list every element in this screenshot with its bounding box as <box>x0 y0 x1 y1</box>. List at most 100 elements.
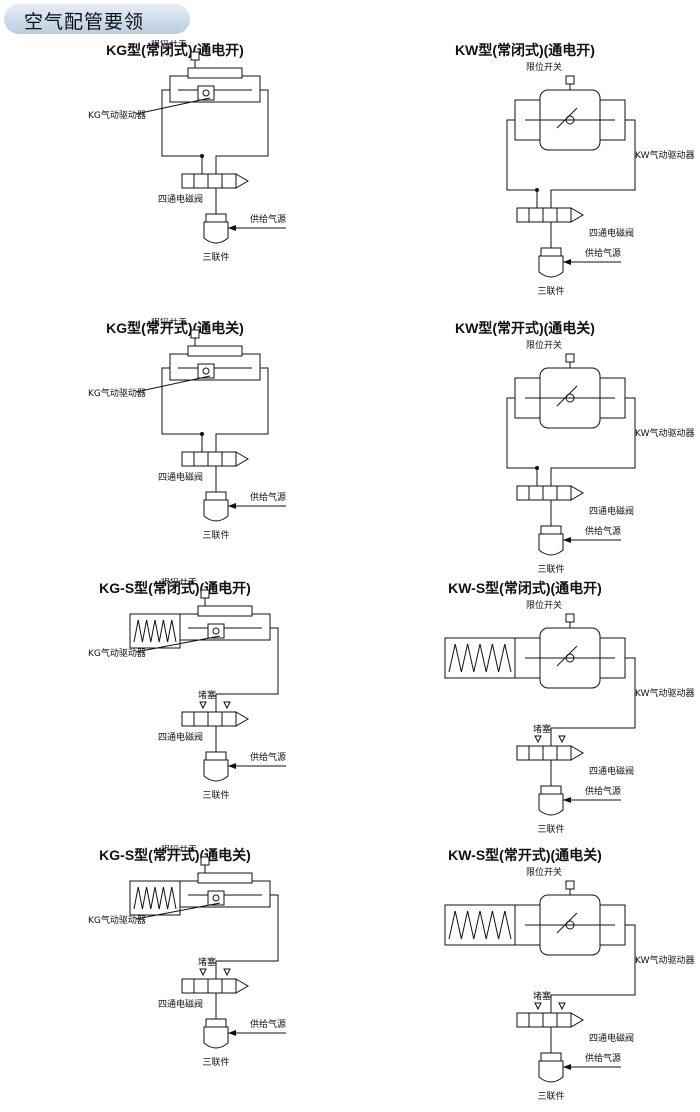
supply-label: 供给气源 <box>585 525 621 537</box>
frl-head <box>205 751 227 761</box>
actuator-cap <box>187 345 243 357</box>
pipe-junction <box>535 188 539 192</box>
supply-arrow <box>563 1064 571 1070</box>
actuator-label: KG气动驱动器 <box>88 387 146 399</box>
solenoid-coil <box>181 978 195 994</box>
valve-label: 四通电磁阀 <box>589 227 634 239</box>
spring-coil <box>448 643 512 673</box>
actuator-shaft <box>565 393 575 403</box>
frl-head <box>540 247 562 257</box>
supply-label: 供给气源 <box>250 751 286 763</box>
plug-label: 堵塞 <box>198 956 216 968</box>
limit-switch-box <box>190 329 200 339</box>
actuator-shaft <box>565 920 575 930</box>
actuator-cap <box>197 605 253 617</box>
supply-arrow <box>228 503 236 509</box>
solenoid-coil <box>516 745 530 761</box>
actuator-yoke <box>556 107 578 129</box>
valve-label: 四通电磁阀 <box>158 471 203 483</box>
frl-label: 三联件 <box>202 251 229 263</box>
frl-head <box>540 525 562 535</box>
valve-spring-end <box>570 485 584 501</box>
valve-block <box>193 451 237 467</box>
valve-spring-end <box>570 207 584 223</box>
valve-block <box>193 173 237 189</box>
supply-arrow <box>228 225 236 231</box>
limit-switch-box <box>200 589 210 599</box>
solenoid-coil <box>181 173 195 189</box>
actuator-body <box>169 75 261 103</box>
frl-bowl <box>538 793 564 816</box>
plug-label: 堵塞 <box>198 689 216 701</box>
section-header: 空气配管要领 <box>4 4 190 34</box>
pipe-a <box>215 89 269 174</box>
pipe-a <box>215 367 269 452</box>
plug-symbol <box>223 701 231 710</box>
valve-spring-end <box>235 173 249 189</box>
section-title: 空气配管要领 <box>24 11 145 33</box>
pipe-b <box>161 367 203 452</box>
valve-block <box>528 745 572 761</box>
valve-label: 四通电磁阀 <box>589 765 634 777</box>
pipe-b <box>506 119 538 208</box>
limit-switch-label: 限位开关 <box>161 578 197 587</box>
frl-label: 三联件 <box>537 563 564 575</box>
limit-switch-label: 限位开关 <box>526 599 562 611</box>
valve-block <box>528 485 572 501</box>
frl-label: 三联件 <box>537 285 564 297</box>
supply-arrow <box>228 1030 236 1036</box>
actuator-pinion <box>207 623 225 639</box>
actuator-leader <box>135 97 211 115</box>
pipe-junction <box>200 432 204 436</box>
supply-label: 供给气源 <box>585 785 621 797</box>
frl-head <box>540 785 562 795</box>
frl-label: 三联件 <box>202 789 229 801</box>
actuator-body <box>169 353 261 381</box>
supply-label: 供给气源 <box>250 1018 286 1030</box>
supply-label: 供给气源 <box>250 491 286 503</box>
frl-label: 三联件 <box>202 1056 229 1068</box>
diagram-title: KW-S型(常开式)(通电关) <box>448 847 602 863</box>
plug-symbol <box>199 701 207 710</box>
frl-bowl <box>203 499 229 522</box>
valve-block <box>528 207 572 223</box>
valve-label: 四通电磁阀 <box>589 1032 634 1044</box>
valve-spring-end <box>235 711 249 727</box>
spring-coil <box>133 619 177 643</box>
solenoid-coil <box>516 1012 530 1028</box>
actuator-label: KW气动驱动器 <box>635 954 694 966</box>
frl-bowl <box>538 255 564 278</box>
pipe-b <box>506 397 538 486</box>
frl-head <box>205 1018 227 1028</box>
solenoid-coil <box>181 711 195 727</box>
valve-spring-end <box>235 978 249 994</box>
diagram-title: KG-S型(常开式)(通电关) <box>99 847 251 863</box>
diagram-title: KG-S型(常闭式)(通电开) <box>99 580 251 596</box>
pipe-junction <box>535 466 539 470</box>
actuator-yoke <box>556 385 578 407</box>
actuator-label: KG气动驱动器 <box>88 914 146 926</box>
frl-head <box>540 1052 562 1062</box>
valve-spring-end <box>235 451 249 467</box>
frl-label: 三联件 <box>537 1090 564 1102</box>
actuator-body <box>179 880 271 908</box>
pipe-a <box>550 119 636 208</box>
actuator-pinion <box>207 890 225 906</box>
actuator-leader <box>135 635 221 653</box>
actuator-pinion <box>197 85 215 101</box>
supply-label: 供给气源 <box>250 213 286 225</box>
supply-label: 供给气源 <box>585 1052 621 1064</box>
frl-head <box>205 213 227 223</box>
limit-switch-label: 限位开关 <box>526 866 562 878</box>
limit-switch-label: 限位开关 <box>526 339 562 351</box>
limit-switch-box <box>565 613 575 623</box>
limit-switch-label: 限位开关 <box>151 318 187 327</box>
actuator-yoke <box>556 645 578 667</box>
